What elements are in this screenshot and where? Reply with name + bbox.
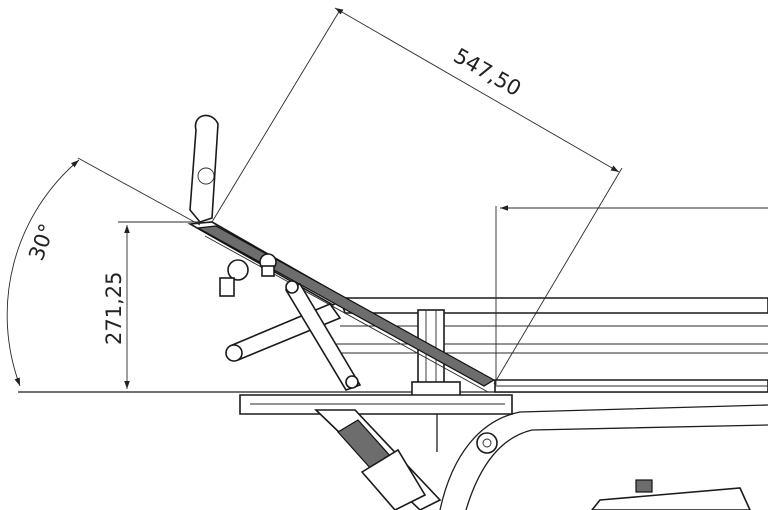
backrest [187,114,496,393]
dimension-right [495,205,768,385]
headrest-handle [189,114,219,223]
dimension-line [334,7,620,173]
height-label: 271,25 [102,272,126,345]
lower-frame-inner [465,424,768,510]
pivot-joint [476,432,498,454]
extension-line [493,167,623,385]
bed-plate [239,394,513,415]
knob [227,259,249,281]
angle-label: 30° [24,221,59,264]
length-label: 547,50 [450,44,526,102]
angle-arc [6,159,80,387]
actuator-housing [360,448,427,510]
lower-frame-outer [439,404,768,510]
dimension-height: 271,25 [102,221,200,389]
handle-hole [197,167,215,185]
lower-block [590,487,751,510]
extension-line [211,9,341,223]
extension-line [77,157,201,226]
top-rail [338,297,768,314]
